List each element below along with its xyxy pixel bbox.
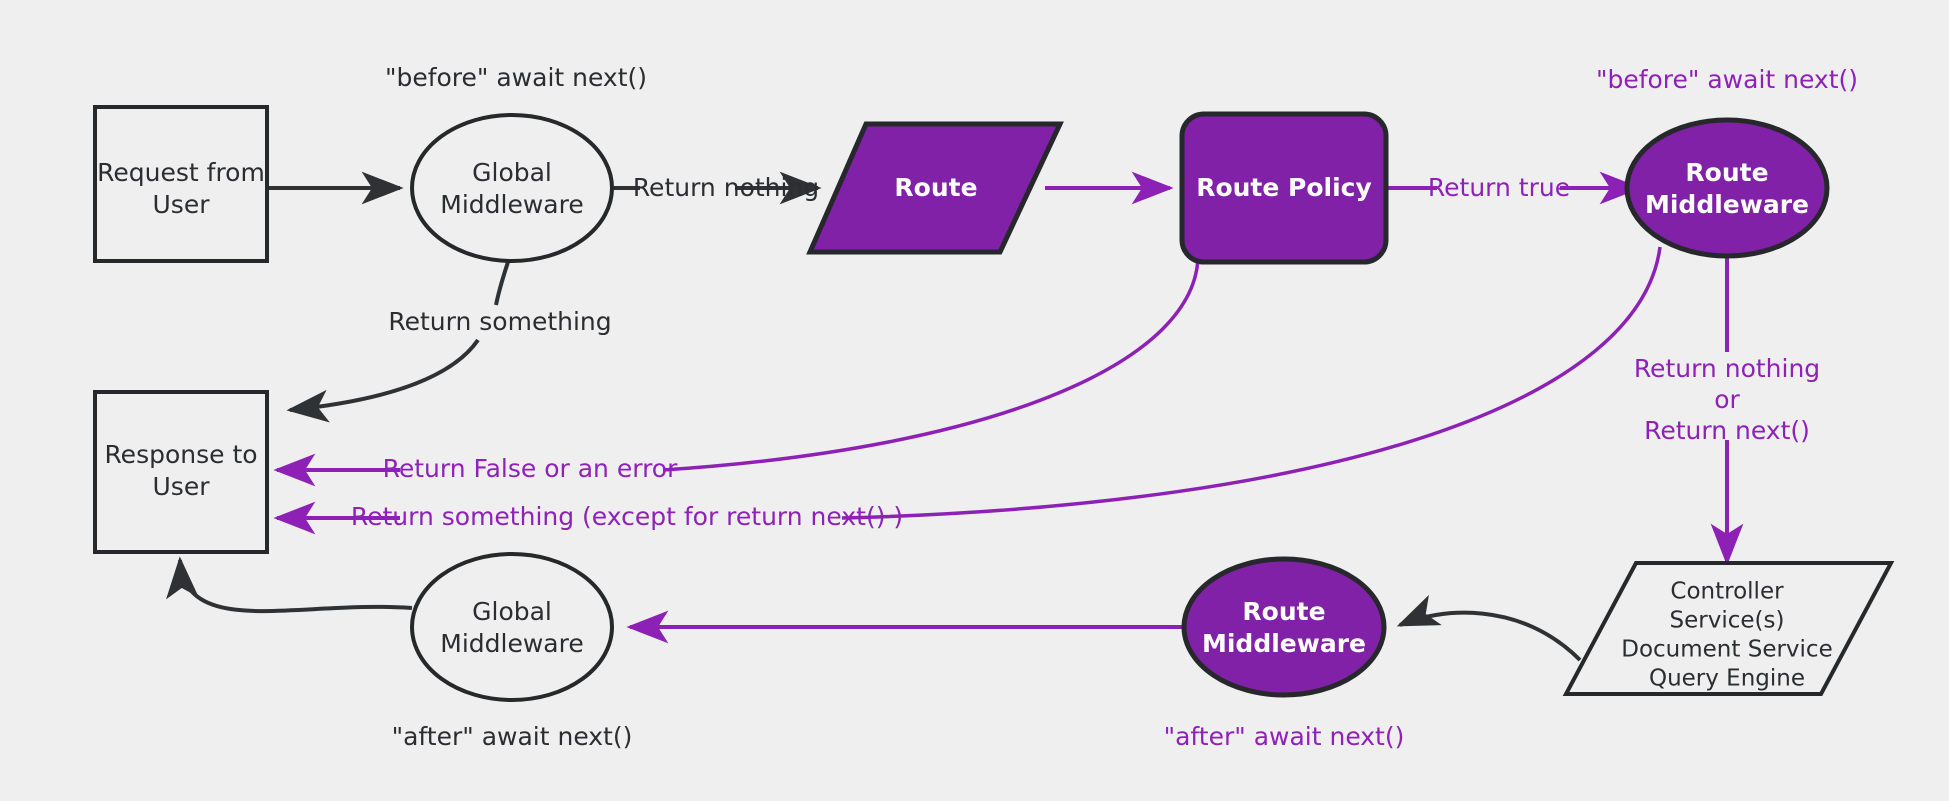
global-middleware-top-label-line2: Middleware [440,190,583,219]
route-middleware-top-label-line2: Middleware [1645,190,1809,219]
route-label: Route [894,173,977,202]
edge-route-policy-to-response-curve [662,252,1200,472]
edge-global-middleware-to-response-lower [286,338,480,423]
node-request-from-user[interactable]: Request from User [93,105,269,263]
global-middleware-bottom-label-line1: Global [472,597,552,626]
response-to-user-box[interactable] [93,390,269,554]
route-parallelogram[interactable] [806,121,1064,255]
edge-label-return-true: Return true [1428,173,1570,202]
response-to-user-label-line1: Response to [104,440,257,469]
global-middleware-bottom-ellipse[interactable] [410,552,614,702]
edge-label-return-nothing-or-next-line2: or [1714,385,1740,414]
node-response-to-user[interactable]: Response to User [93,390,269,554]
global-middleware-bottom-label-line2: Middleware [440,629,583,658]
node-route-middleware-top[interactable]: Route Middleware [1624,117,1830,259]
response-to-user-label-line2: User [153,472,211,501]
node-route[interactable]: Route [806,121,1064,255]
node-controller-stack[interactable]: Controller Service(s) Document Service Q… [1562,561,1895,696]
edge-label-return-something-except: Return something (except for return next… [351,502,903,531]
controller-stack-line2: Service(s) [1670,608,1785,634]
route-policy-label: Route Policy [1196,173,1372,202]
edge-label-return-false-or-error: Return False or an error [383,454,678,483]
request-from-user-label-line2: User [153,190,211,219]
node-route-policy[interactable]: Route Policy [1179,111,1389,265]
route-middleware-bottom-label-line2: Middleware [1202,629,1366,658]
global-middleware-top-label-line1: Global [472,158,552,187]
node-global-middleware-top[interactable]: Global Middleware [410,113,614,263]
route-middleware-top-label-line1: Route [1685,158,1768,187]
global-middleware-top-ellipse[interactable] [410,113,614,263]
controller-stack-line1: Controller [1670,579,1784,605]
node-route-middleware-bottom[interactable]: Route Middleware [1181,556,1387,698]
route-middleware-top-ellipse[interactable] [1624,117,1830,259]
route-middleware-bottom-label-line1: Route [1242,597,1325,626]
annotation-after-await-next-route: "after" await next() [1164,722,1405,751]
node-global-middleware-bottom[interactable]: Global Middleware [410,552,614,702]
route-middleware-bottom-ellipse[interactable] [1181,556,1387,698]
edge-global-middleware-bottom-to-response [166,556,413,614]
route-policy-box[interactable] [1179,111,1389,265]
request-from-user-box[interactable] [93,105,269,263]
edge-label-return-nothing-or-next-line3: Return next() [1644,416,1810,445]
edge-route-middleware-to-response-curve [841,246,1662,520]
edge-controller-to-route-middleware-bottom [1396,594,1582,662]
controller-stack-line4: Query Engine [1649,666,1805,692]
annotation-before-await-next-global: "before" await next() [385,63,647,92]
edge-label-return-nothing-or-next-line1: Return nothing [1634,354,1820,383]
controller-stack-line3: Document Service [1621,637,1832,663]
edge-label-return-something: Return something [388,307,611,336]
request-from-user-label-line1: Request from [97,158,265,187]
edge-label-return-nothing: Return nothing [633,173,819,202]
annotation-before-await-next-route: "before" await next() [1596,65,1858,94]
controller-stack-parallelogram[interactable] [1562,561,1895,696]
annotation-after-await-next-global: "after" await next() [392,722,633,751]
